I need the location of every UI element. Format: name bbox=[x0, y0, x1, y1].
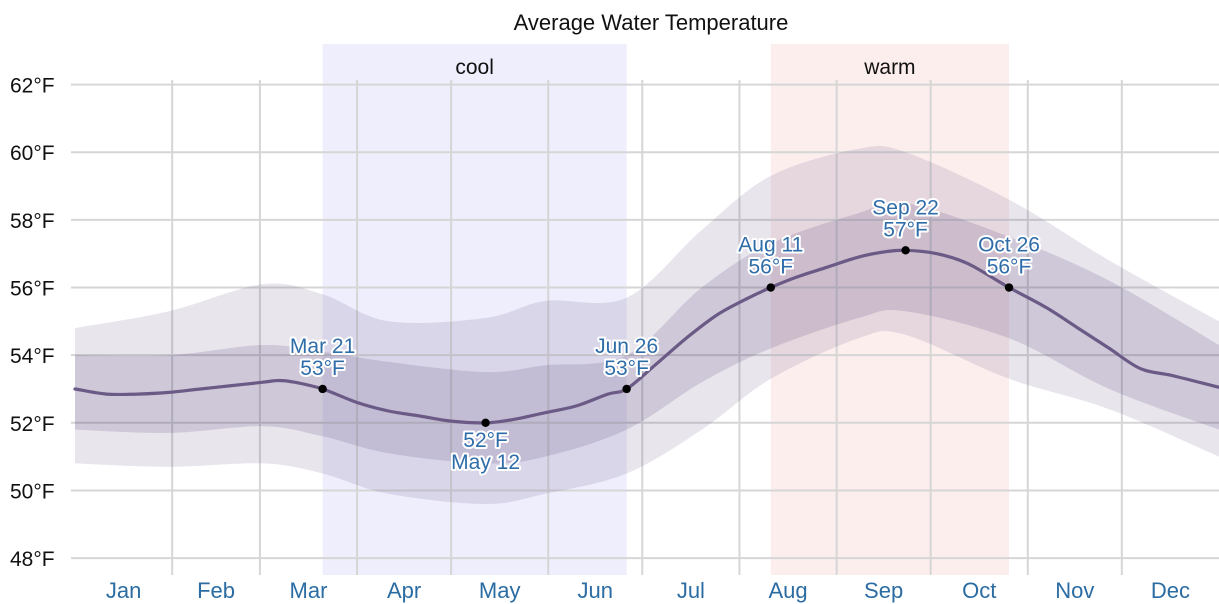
y-tick-label-52: 52°F bbox=[10, 413, 55, 436]
x-tick-label-may: May bbox=[479, 578, 521, 603]
annotation-label-4-0: Sep 22 bbox=[872, 196, 939, 219]
x-tick-label-oct: Oct bbox=[962, 578, 996, 603]
season-bands: cool warm bbox=[322, 44, 1010, 575]
x-tick-label-sep: Sep bbox=[864, 578, 903, 603]
season-band-cool bbox=[322, 44, 627, 575]
chart-title: Average Water Temperature bbox=[514, 10, 789, 35]
annotation-label-3-0: Aug 11 bbox=[738, 234, 803, 257]
annotation-label-2-1: 53°F bbox=[604, 357, 649, 380]
highlight-point-1 bbox=[481, 418, 490, 428]
y-axis-tick-labels: 48°F 50°F 52°F 54°F 56°F 58°F 60°F 62°F bbox=[10, 75, 55, 572]
x-tick-label-feb: Feb bbox=[197, 578, 235, 603]
annotation-label-5-1: 56°F bbox=[987, 256, 1032, 279]
highlight-point-5 bbox=[1004, 283, 1014, 292]
annotation-label-0-1: 53°F bbox=[300, 357, 345, 380]
grid-lines bbox=[71, 80, 1219, 575]
annotation-label-1-1: May 12 bbox=[451, 451, 520, 474]
highlight-point-0 bbox=[318, 384, 327, 394]
highlight-point-3 bbox=[766, 283, 776, 292]
x-tick-label-aug: Aug bbox=[768, 578, 807, 603]
y-tick-label-62: 62°F bbox=[10, 75, 55, 98]
x-tick-label-jul: Jul bbox=[677, 578, 705, 603]
y-tick-label-56: 56°F bbox=[10, 278, 55, 301]
annotation-label-1-0: 52°F bbox=[463, 429, 508, 452]
y-tick-label-54: 54°F bbox=[10, 345, 55, 368]
annotation-label-2-0: Jun 26 bbox=[595, 335, 658, 358]
annotation-label-4-1: 57°F bbox=[883, 218, 928, 241]
season-label-cool: cool bbox=[455, 56, 494, 79]
y-tick-label-50: 50°F bbox=[10, 480, 55, 503]
x-tick-label-jun: Jun bbox=[578, 578, 613, 603]
x-tick-label-mar: Mar bbox=[290, 578, 328, 603]
season-label-warm: warm bbox=[863, 56, 915, 79]
annotation-label-5-0: Oct 26 bbox=[978, 234, 1040, 257]
season-band-warm bbox=[770, 44, 1010, 575]
highlight-point-2 bbox=[622, 384, 631, 394]
percentile-bands bbox=[75, 145, 1219, 504]
x-tick-label-apr: Apr bbox=[387, 578, 421, 603]
band-10th-90th-percentile bbox=[75, 145, 1219, 504]
y-tick-label-48: 48°F bbox=[10, 548, 55, 571]
y-tick-label-60: 60°F bbox=[10, 142, 55, 165]
y-tick-label-58: 58°F bbox=[10, 210, 55, 233]
annotation-label-3-1: 56°F bbox=[749, 256, 794, 279]
x-axis-month-labels: Jan Feb Mar Apr May Jun Jul Aug Sep Oct Nov Dec bbox=[106, 578, 1190, 603]
x-tick-label-jan: Jan bbox=[106, 578, 141, 603]
highlight-point-4 bbox=[901, 246, 910, 255]
x-tick-label-dec: Dec bbox=[1151, 578, 1190, 603]
annotation-label-0-0: Mar 21 bbox=[290, 335, 355, 358]
band-25th-75th-percentile bbox=[75, 201, 1219, 464]
x-tick-label-nov: Nov bbox=[1055, 578, 1094, 603]
